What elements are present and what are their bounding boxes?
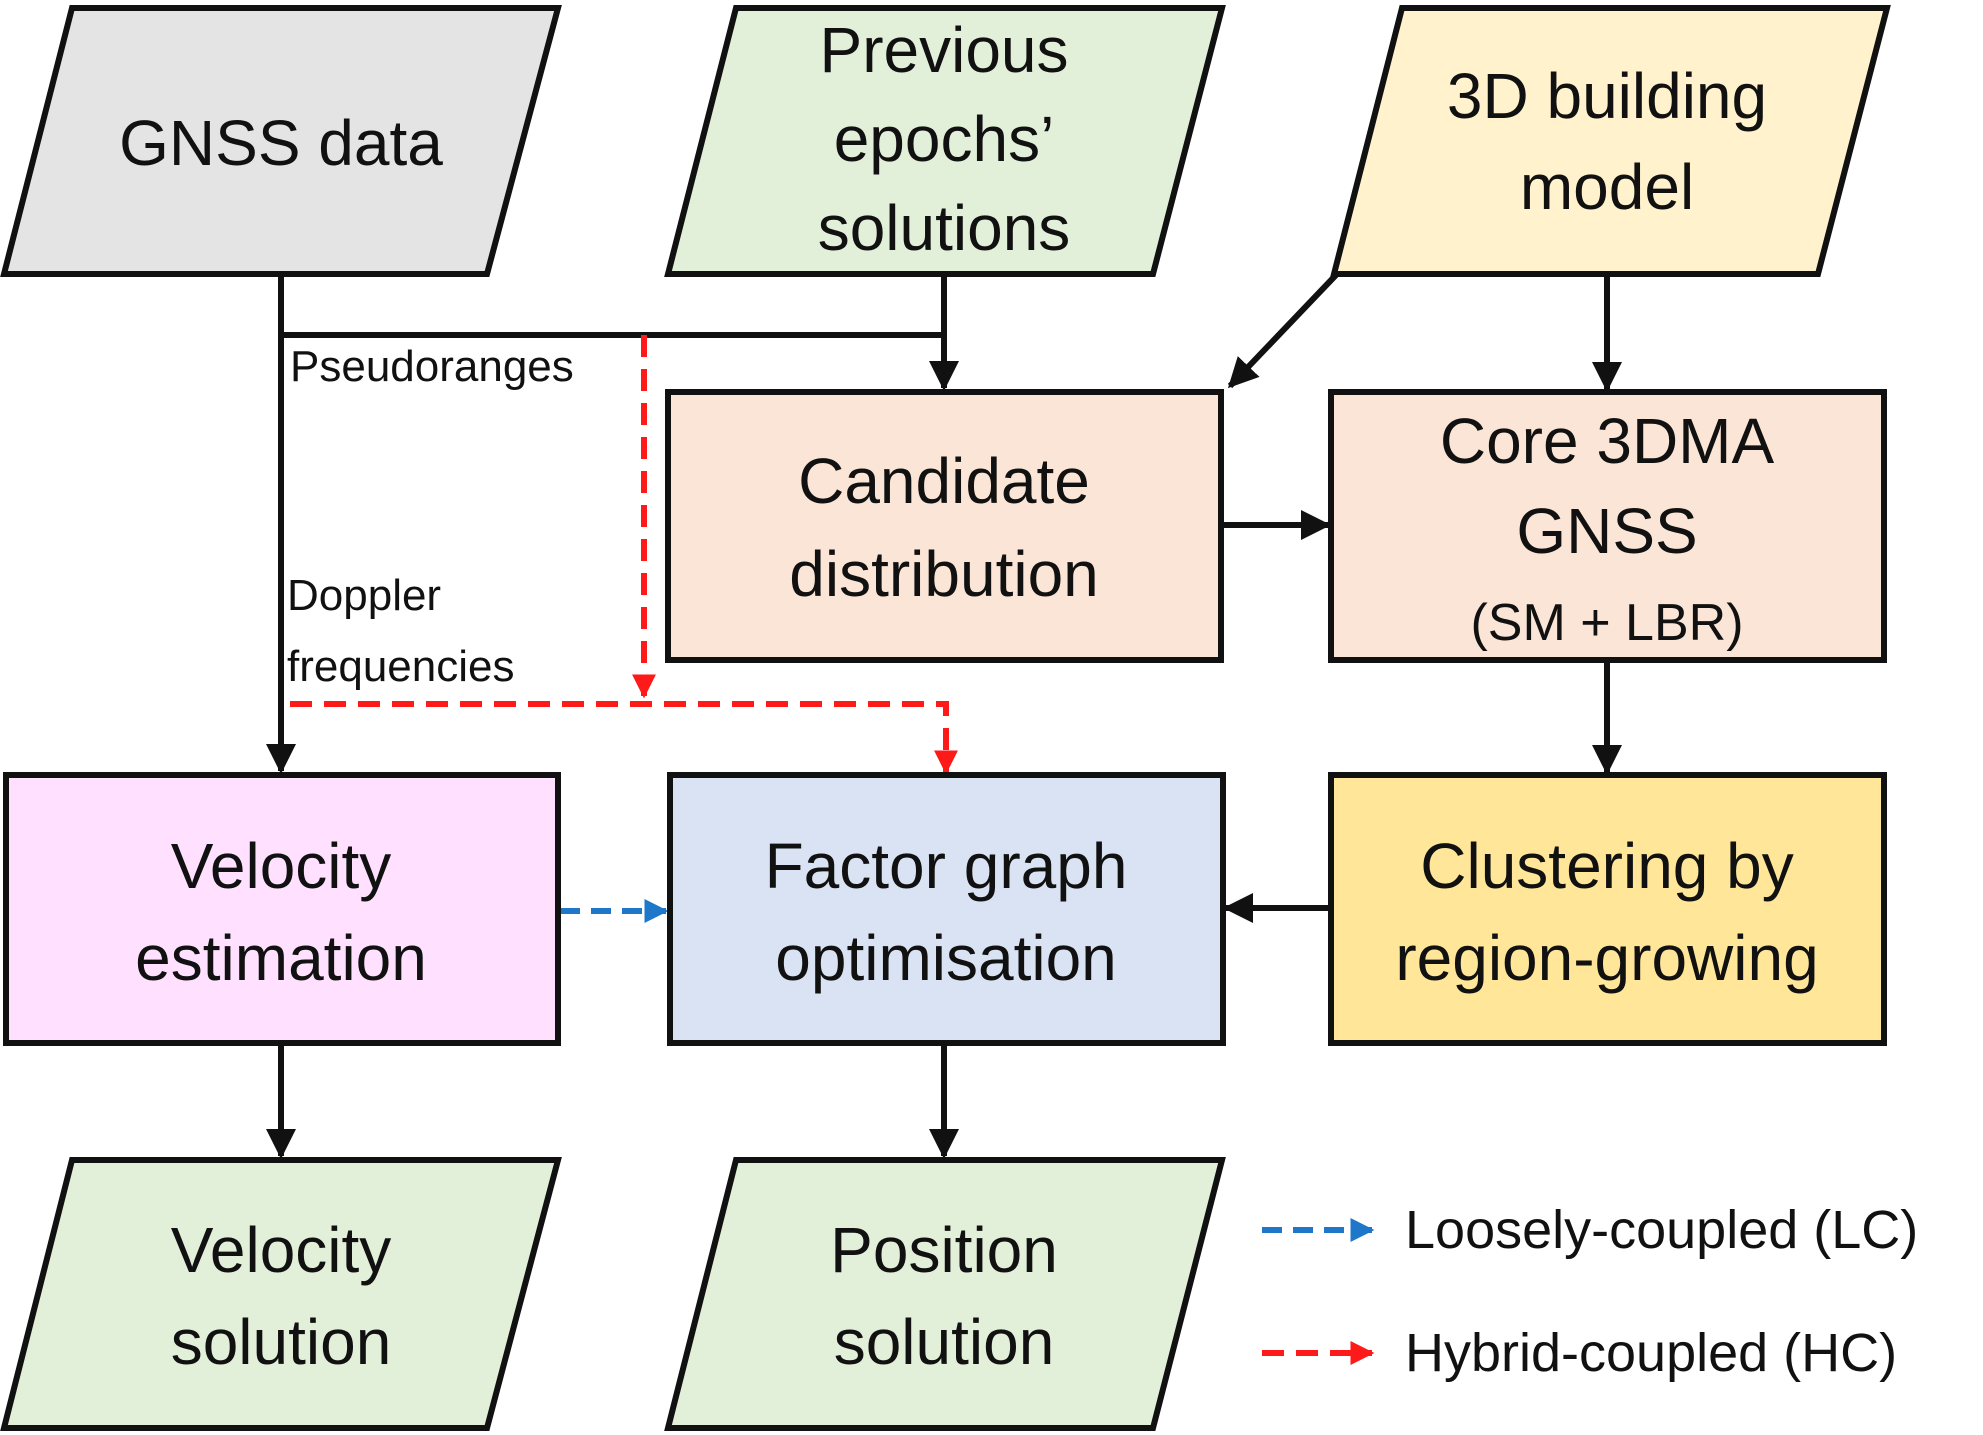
node-velocity-estimation: Velocity estimation bbox=[3, 772, 561, 1046]
gnss-data-shape bbox=[0, 5, 562, 277]
clustering-label-line-1: Clustering by bbox=[1420, 830, 1794, 902]
edge-labels: Pseudoranges Doppler frequencies bbox=[287, 342, 574, 691]
legend-item-lc: Loosely-coupled (LC) bbox=[1262, 1200, 1918, 1260]
node-candidate-distribution: Candidate distribution bbox=[665, 389, 1224, 663]
node-position-solution: Position solution bbox=[664, 1157, 1226, 1431]
velocity-solution-label-line-1: Velocity bbox=[171, 1214, 392, 1286]
previous-epochs-label-line-1: Previous bbox=[820, 14, 1069, 86]
edge-hc-doppler bbox=[290, 701, 958, 775]
previous-epochs-shape bbox=[664, 5, 1226, 277]
node-3d-building-model: 3D building model bbox=[1330, 5, 1891, 277]
previous-epochs-label-line-3: solutions bbox=[818, 192, 1071, 264]
velocity-solution-shape bbox=[0, 1157, 562, 1431]
edges bbox=[266, 272, 1622, 1159]
position-solution-shape bbox=[664, 1157, 1226, 1431]
candidate-distribution-label-line-1: Candidate bbox=[798, 445, 1090, 517]
core-3dma-label-line-1: Core 3DMA bbox=[1440, 405, 1775, 477]
pseudoranges-label: Pseudoranges bbox=[290, 342, 574, 391]
core-3dma-label-line-2: GNSS bbox=[1516, 495, 1697, 567]
node-factor-graph-optimisation: Factor graph optimisation bbox=[667, 772, 1226, 1046]
velocity-estimation-label-line-2: estimation bbox=[135, 922, 427, 994]
legend-lc-label: Loosely-coupled (LC) bbox=[1405, 1200, 1918, 1260]
node-clustering: Clustering by region-growing bbox=[1328, 772, 1887, 1046]
core-3dma-label-line-3: (SM + LBR) bbox=[1470, 594, 1743, 652]
doppler-label-line-1: Doppler bbox=[287, 571, 441, 620]
doppler-label-line-2: frequencies bbox=[287, 642, 514, 691]
nodes: GNSS data Previous epochs’ solutions 3D … bbox=[0, 5, 1891, 1431]
legend-item-hc: Hybrid-coupled (HC) bbox=[1262, 1323, 1897, 1383]
clustering-shape bbox=[1328, 772, 1887, 1046]
velocity-solution-label-line-2: solution bbox=[171, 1306, 392, 1378]
edge-model-to-candidate bbox=[1227, 272, 1339, 389]
node-velocity-solution: Velocity solution bbox=[0, 1157, 562, 1431]
factor-graph-label-line-2: optimisation bbox=[775, 922, 1117, 994]
candidate-distribution-label-line-2: distribution bbox=[789, 538, 1099, 610]
node-core-3dma-gnss: Core 3DMA GNSS (SM + LBR) bbox=[1328, 389, 1887, 663]
position-solution-label-line-2: solution bbox=[834, 1306, 1055, 1378]
velocity-estimation-shape bbox=[3, 772, 561, 1046]
factor-graph-shape bbox=[667, 772, 1226, 1046]
candidate-distribution-shape bbox=[665, 389, 1224, 663]
velocity-estimation-label-line-1: Velocity bbox=[171, 830, 392, 902]
clustering-label-line-2: region-growing bbox=[1395, 922, 1818, 994]
node-gnss-data: GNSS data bbox=[0, 5, 562, 277]
core-3dma-shape bbox=[1328, 389, 1887, 663]
previous-epochs-label-line-2: epochs’ bbox=[834, 103, 1055, 175]
factor-graph-label-line-1: Factor graph bbox=[765, 830, 1128, 902]
building-model-label-line-2: model bbox=[1520, 151, 1694, 223]
gnss-data-label: GNSS data bbox=[119, 107, 443, 179]
building-model-shape bbox=[1330, 5, 1891, 277]
legend-hc-label: Hybrid-coupled (HC) bbox=[1405, 1323, 1897, 1383]
building-model-label-line-1: 3D building bbox=[1447, 60, 1767, 132]
legend: Loosely-coupled (LC) Hybrid-coupled (HC) bbox=[1262, 1200, 1918, 1383]
node-previous-epochs: Previous epochs’ solutions bbox=[664, 5, 1226, 277]
position-solution-label-line-1: Position bbox=[830, 1214, 1058, 1286]
